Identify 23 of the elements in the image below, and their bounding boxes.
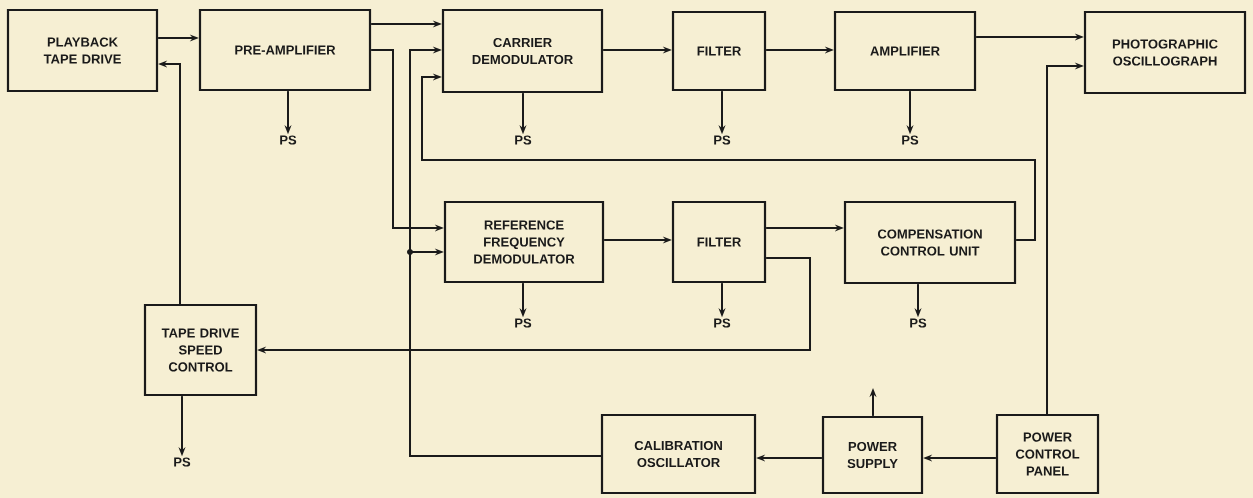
supply-label: PS [174,457,191,467]
block-box: PHOTOGRAPHIC OSCILLOGRAPH [1083,10,1247,95]
block-box: POWER SUPPLY [821,415,924,495]
block-box: FILTER [671,200,767,284]
block-box: TAPE DRIVE SPEED CONTROL [143,303,258,397]
supply-label: PS [714,135,731,145]
block-box: POWER CONTROL PANEL [995,413,1100,495]
supply-label: PS [515,318,532,328]
supply-label: PS [515,135,532,145]
block-box: PLAYBACK TAPE DRIVE [6,8,159,93]
block-box: CARRIER DEMODULATOR [441,8,604,94]
block-box: AMPLIFIER [833,10,977,92]
supply-label: PS [714,318,731,328]
supply-label: PS [280,135,297,145]
block-box: COMPENSATION CONTROL UNIT [843,200,1017,285]
block-box: PRE-AMPLIFIER [198,8,372,92]
arrow [421,73,1036,241]
arrow [409,248,602,457]
supply-label: PS [910,318,927,328]
block-box: CALIBRATION OSCILLATOR [600,413,757,495]
block-box: REFERENCE FREQUENCY DEMODULATOR [443,200,605,284]
supply-label: PS [902,135,919,145]
block-box: FILTER [671,10,767,92]
